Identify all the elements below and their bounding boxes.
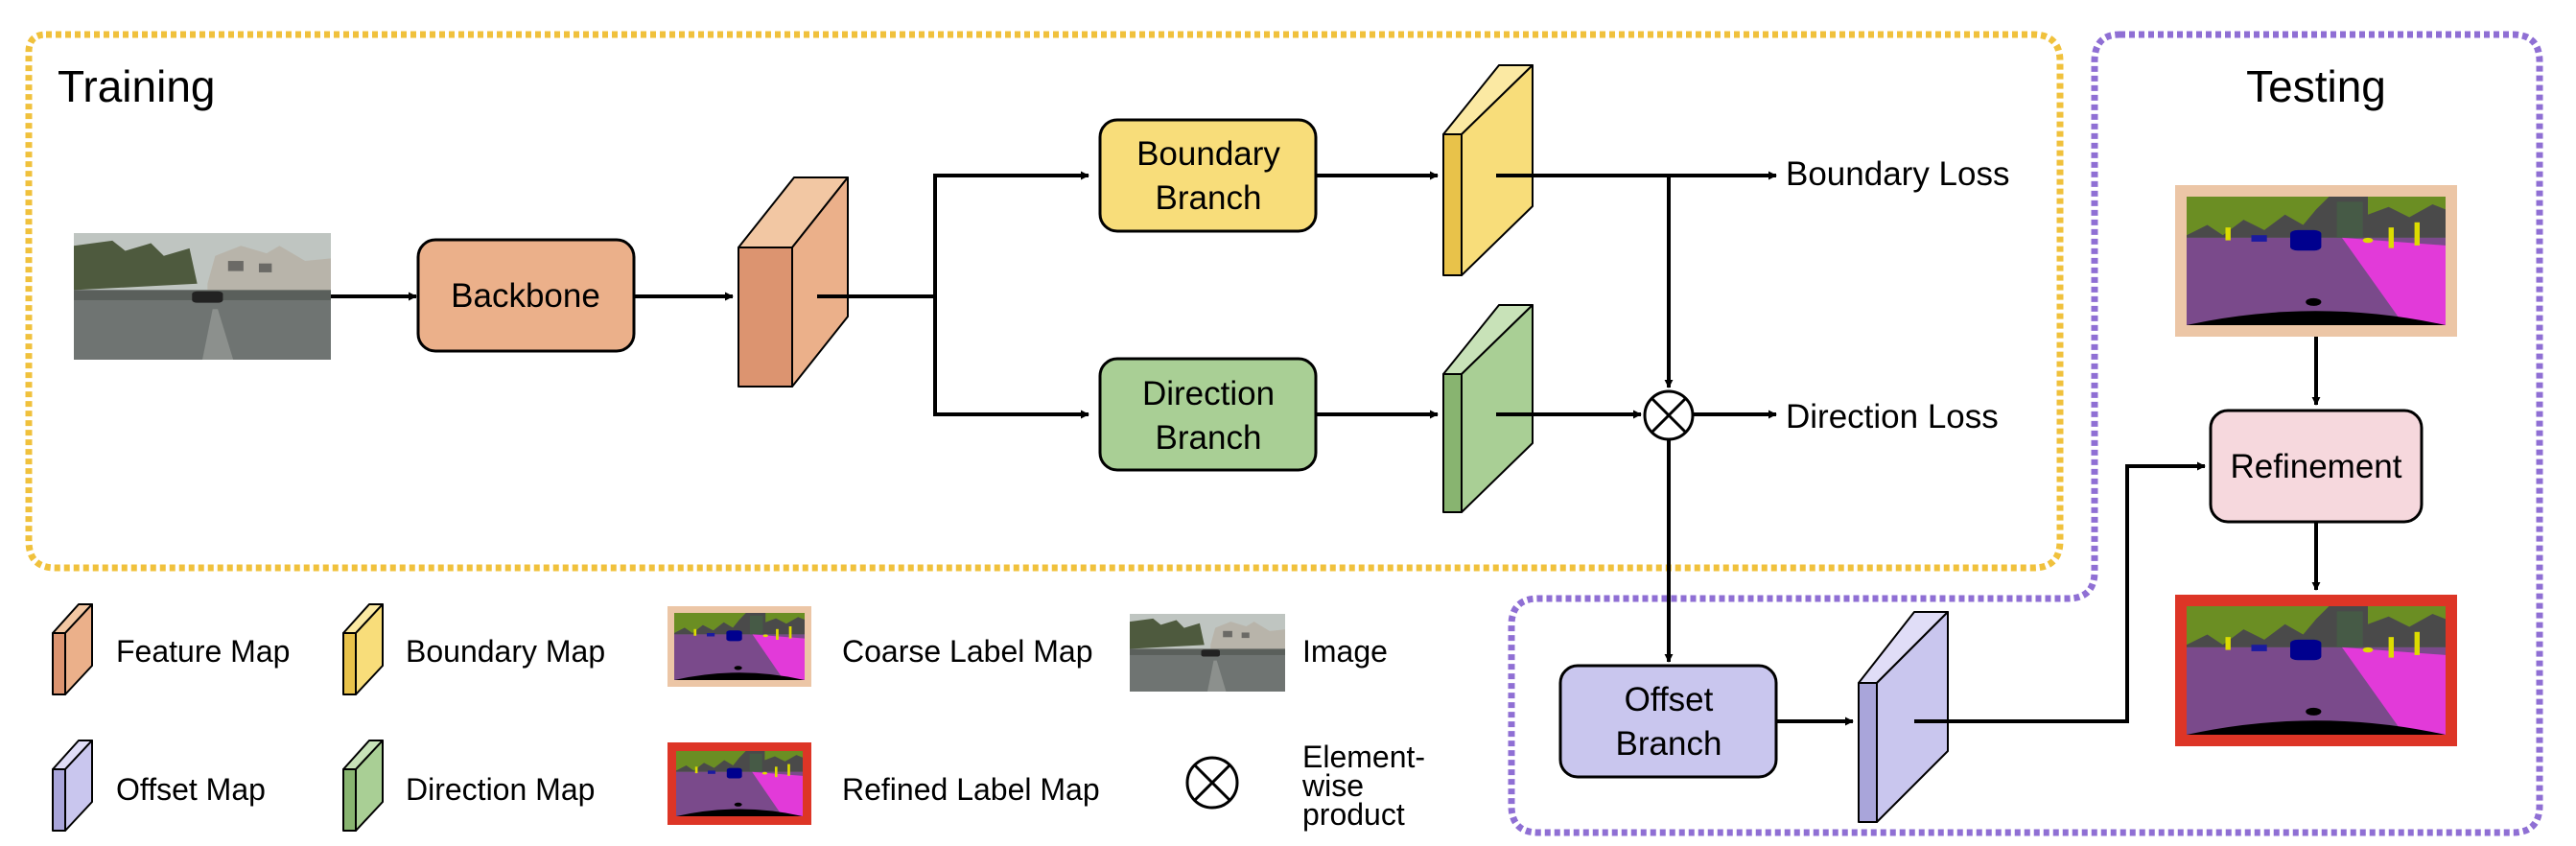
direction-branch-label-line2: Branch bbox=[1156, 419, 1262, 457]
offset-map-block bbox=[1858, 611, 1949, 823]
legend-coarse-label-map-icon bbox=[674, 613, 805, 680]
legend-image-label: Image bbox=[1302, 634, 1388, 669]
legend-elementwise-product-line2: wise bbox=[1301, 768, 1364, 803]
offset-branch-label-line2: Branch bbox=[1616, 725, 1722, 763]
legend-refined-label-map-label: Refined Label Map bbox=[842, 772, 1100, 807]
backbone-label: Backbone bbox=[451, 277, 600, 315]
training-region bbox=[25, 31, 2064, 572]
direction-branch-label-line1: Direction bbox=[1142, 375, 1275, 412]
training-title: Training bbox=[58, 61, 215, 111]
boundary-branch-label-line1: Boundary bbox=[1136, 135, 1280, 173]
feature-map-block bbox=[738, 176, 849, 388]
elementwise-product-node bbox=[1643, 389, 1695, 441]
legend-feature-map-icon bbox=[52, 603, 93, 695]
boundary-branch-label-line2: Branch bbox=[1156, 179, 1262, 217]
refined-label-map-image bbox=[2187, 606, 2446, 735]
arrow-feature-to-direction bbox=[933, 296, 1089, 419]
legend-refined-label-map-icon bbox=[676, 751, 803, 816]
legend-direction-map-icon bbox=[342, 740, 384, 832]
legend-offset-map-icon bbox=[52, 740, 93, 832]
legend-offset-map-label: Offset Map bbox=[116, 772, 266, 807]
arrow-feature-to-boundary bbox=[817, 171, 1089, 298]
legend-direction-map-label: Direction Map bbox=[406, 772, 595, 807]
testing-title: Testing bbox=[2246, 61, 2386, 111]
legend-elementwise-product-line3: product bbox=[1302, 797, 1405, 832]
direction-map-block bbox=[1442, 304, 1534, 513]
boundary-map-block bbox=[1442, 64, 1534, 276]
legend-feature-map-label: Feature Map bbox=[116, 634, 290, 669]
refinement-label: Refinement bbox=[2231, 448, 2402, 485]
input-image bbox=[74, 233, 331, 360]
coarse-label-map-image bbox=[2187, 197, 2446, 325]
legend: Feature Map Boundary Map Coarse Label Ma… bbox=[52, 603, 1425, 832]
legend-elementwise-product-icon bbox=[1185, 756, 1239, 810]
legend-elementwise-product-line1: Element- bbox=[1302, 740, 1425, 774]
arrow-offset-map-to-refinement bbox=[1914, 461, 2206, 723]
testing-region bbox=[1508, 31, 2543, 836]
direction-loss-label: Direction Loss bbox=[1786, 398, 1999, 435]
legend-boundary-map-label: Boundary Map bbox=[406, 634, 605, 669]
legend-boundary-map-icon bbox=[342, 603, 384, 695]
boundary-loss-label: Boundary Loss bbox=[1786, 155, 2009, 193]
offset-branch-label-line1: Offset bbox=[1625, 681, 1714, 718]
legend-coarse-label-map-label: Coarse Label Map bbox=[842, 634, 1092, 669]
legend-image-icon bbox=[1130, 614, 1285, 692]
connectors bbox=[331, 171, 2321, 726]
